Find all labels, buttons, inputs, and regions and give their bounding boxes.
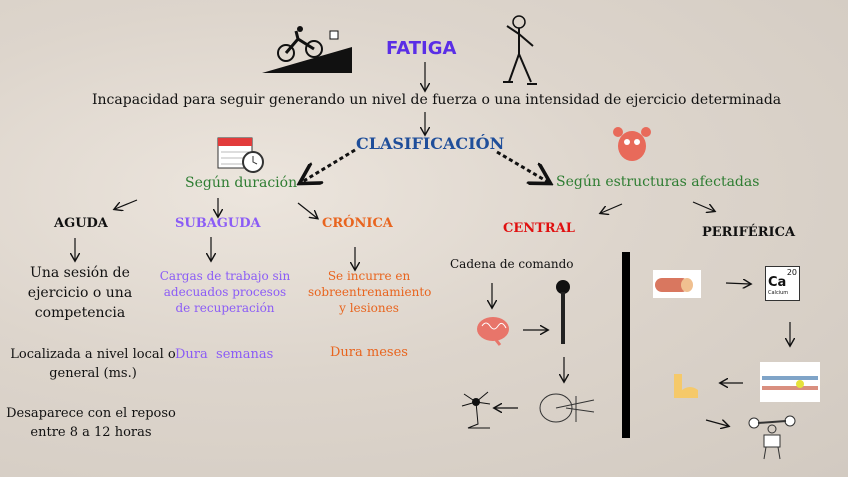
divider-bar: [622, 252, 630, 438]
cyclist-icon: [262, 25, 352, 75]
subaguda-heading: SUBAGUDA: [175, 216, 261, 231]
central-heading: CENTRAL: [503, 221, 575, 236]
spinal-cord-icon: [556, 280, 570, 346]
by-duration-label: Según duración: [185, 175, 298, 191]
subaguda-description: Cargas de trabajo sin adecuados procesos…: [159, 269, 291, 315]
definition: Incapacidad para seguir generando un niv…: [92, 92, 782, 108]
calcium-number: 20: [786, 268, 797, 277]
weightlifter-icon: [748, 415, 796, 461]
calcium-name: Calcium: [768, 290, 789, 296]
periferica-heading: PERIFÉRICA: [702, 225, 796, 240]
muscle-fiber-image: [653, 270, 701, 298]
neuromuscular-junction-icon: [536, 390, 596, 426]
aguda-recovery: Desaparece con el reposo entre 8 a 12 ho…: [6, 406, 176, 440]
command-chain-label: Cadena de comando: [450, 257, 574, 271]
cronica-description: Se incurre en sobreentrenamiento y lesio…: [308, 269, 432, 315]
aguda-location: Localizada a nivel local o general (ms.): [10, 347, 176, 381]
subaguda-duration: Dura semanas: [175, 347, 274, 362]
brain-icon: [476, 316, 510, 346]
cronica-heading: CRÓNICA: [322, 216, 393, 231]
classification-heading: CLASIFICACIÓN: [356, 134, 505, 153]
sarcomere-diagram-image: [760, 362, 820, 402]
by-structure-label: Según estructuras afectadas: [556, 174, 760, 190]
cronica-duration: Dura meses: [330, 345, 408, 360]
aguda-description: Una sesión de ejercicio o una competenci…: [27, 265, 133, 321]
muscle-character-icon: [612, 124, 652, 166]
tired-runner-icon: [497, 14, 543, 86]
title: FATIGA: [386, 38, 457, 59]
calcium-element-image: 20 Ca Calcium: [765, 266, 800, 301]
calendar-clock-icon: [217, 134, 265, 174]
neuron-icon: [460, 390, 494, 430]
flexed-arm-icon: [670, 372, 700, 404]
calcium-symbol: Ca: [768, 275, 787, 290]
aguda-heading: AGUDA: [54, 216, 108, 231]
